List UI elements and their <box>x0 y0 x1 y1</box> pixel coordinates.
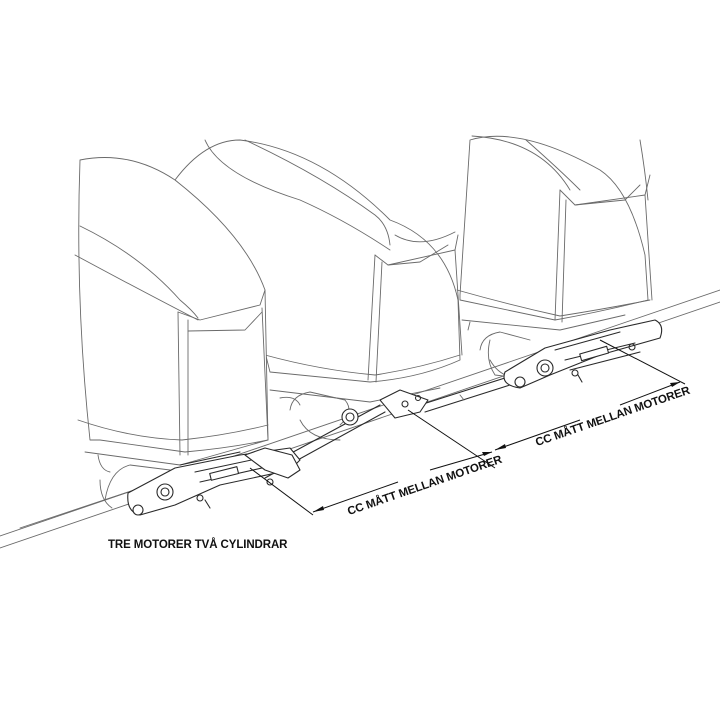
motor-left <box>74 157 269 509</box>
motor-right <box>456 135 653 379</box>
dimension-right <box>494 339 686 451</box>
center-link-plate <box>341 389 429 426</box>
main-caption: TRE MOTORER TVÅ CYLINDRAR <box>108 539 288 551</box>
dimension-left <box>249 409 496 516</box>
cylinder-left <box>127 447 301 516</box>
cylinder-right <box>503 319 663 389</box>
